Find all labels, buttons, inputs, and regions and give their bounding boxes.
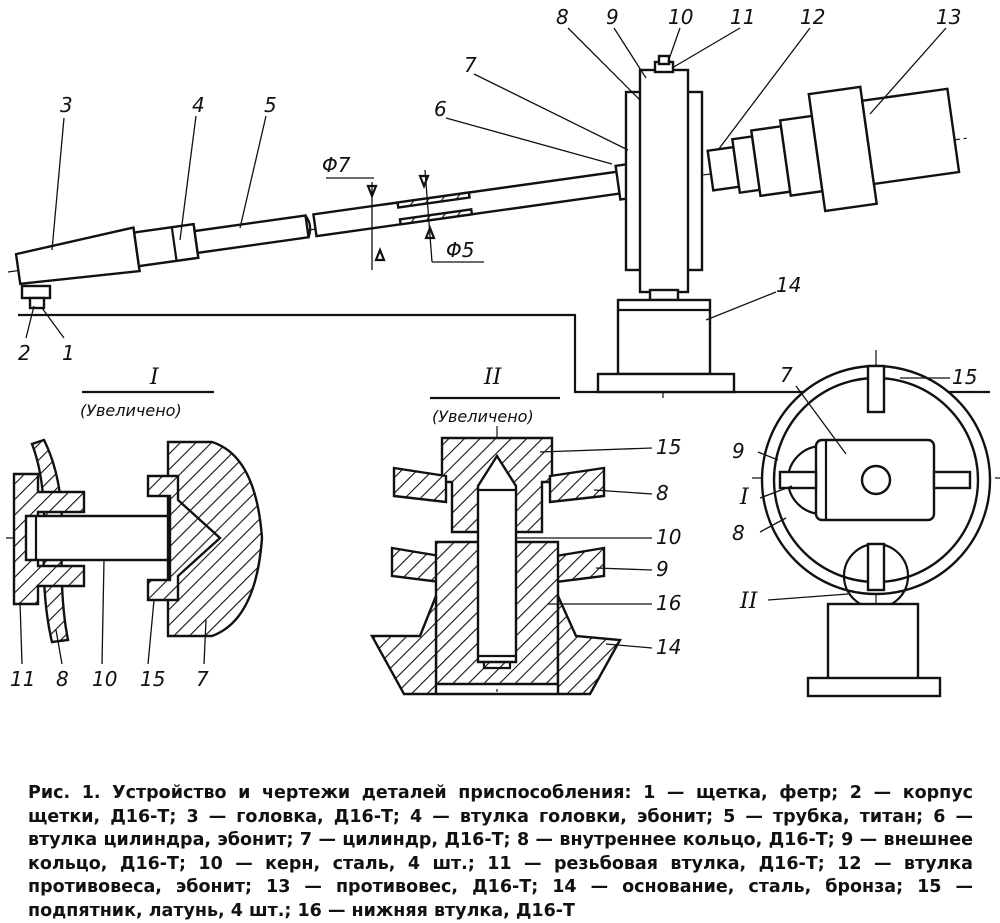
leader-lines — [25, 27, 947, 339]
detail-1-title: I — [149, 365, 160, 390]
label-14: 14 — [776, 273, 801, 297]
detail-1-label-7: 7 — [196, 667, 209, 691]
outer-ring-part-9 — [638, 68, 690, 294]
lower-core — [648, 288, 680, 302]
end-view-label-8: 8 — [732, 521, 745, 545]
detail-2-core — [476, 453, 518, 664]
detail-2-label-10: 10 — [656, 525, 681, 549]
detail-1-label-11: 11 — [10, 667, 35, 691]
detail-2-ring-8-right — [548, 466, 606, 504]
base-plate — [596, 372, 736, 394]
detail-2-view: II (Увеличено) 15 8 10 9 16 14 — [369, 365, 681, 696]
end-view: 15 7 9 I 8 II — [732, 350, 1000, 700]
label-3: 3 — [60, 93, 73, 117]
end-view-label-15: 15 — [952, 365, 977, 389]
end-view-label-9: 9 — [732, 439, 745, 463]
dim-outer-diameter: Φ7 — [322, 153, 351, 177]
detail-1-subtitle: (Увеличено) — [80, 401, 182, 420]
detail-1-label-8: 8 — [56, 667, 69, 691]
label-12: 12 — [800, 5, 825, 29]
label-11: 11 — [730, 5, 755, 29]
end-view-label-I: I — [739, 485, 750, 510]
label-13: 13 — [936, 5, 961, 29]
label-6: 6 — [434, 97, 447, 121]
tube-cutaway — [396, 191, 471, 209]
head-part-3 — [14, 226, 141, 286]
detail-2-label-14: 14 — [656, 635, 681, 659]
label-5: 5 — [264, 93, 277, 117]
detail-2-label-9: 9 — [656, 557, 669, 581]
main-view: Φ7 Φ5 — [7, 5, 990, 400]
label-10: 10 — [668, 5, 693, 29]
core-part-10 — [657, 54, 671, 66]
detail-2-label-16: 16 — [656, 591, 681, 615]
label-8: 8 — [556, 5, 569, 29]
figure-caption: Рис. 1. Устройство и чертежи деталей при… — [28, 783, 973, 921]
brush-part-1 — [28, 296, 46, 310]
arm-assembly — [14, 161, 640, 286]
detail-2-base — [369, 595, 622, 696]
detail-2-ring-9-right — [554, 546, 606, 584]
counterweight-assembly — [706, 85, 961, 213]
detail-1-bearing — [146, 474, 222, 602]
label-1: 1 — [62, 341, 75, 365]
label-7: 7 — [464, 53, 477, 77]
label-9: 9 — [606, 5, 619, 29]
label-4: 4 — [192, 93, 205, 117]
detail-2-label-8: 8 — [656, 481, 669, 505]
base-part-14 — [616, 298, 712, 376]
tube-part-5-right — [312, 169, 625, 238]
label-2: 2 — [18, 341, 31, 365]
end-view-label-II: II — [739, 589, 759, 614]
end-view-base-plate — [806, 676, 942, 698]
tube-part-5-left — [193, 214, 310, 255]
end-view-bore — [860, 464, 892, 496]
detail-2-ring-8-left — [392, 466, 448, 504]
detail-2-title: II — [483, 365, 503, 390]
dim-inner-diameter: Φ5 — [446, 238, 474, 262]
detail-2-label-15: 15 — [656, 435, 681, 459]
detail-1-label-15: 15 — [140, 667, 165, 691]
detail-2-subtitle: (Увеличено) — [432, 407, 534, 426]
detail-1-view: I (Увеличено) 11 8 10 15 7 — [6, 365, 264, 691]
detail-2-ring-9-left — [390, 546, 442, 584]
dimension-marks: Φ7 Φ5 — [322, 153, 484, 270]
detail-1-label-10: 10 — [92, 667, 117, 691]
detail-1-threaded-bushing — [12, 472, 86, 606]
brush-body-part-2 — [20, 284, 52, 300]
end-view-label-7: 7 — [780, 363, 793, 387]
end-view-base — [826, 602, 920, 682]
head-bushing-part-4 — [132, 222, 200, 268]
